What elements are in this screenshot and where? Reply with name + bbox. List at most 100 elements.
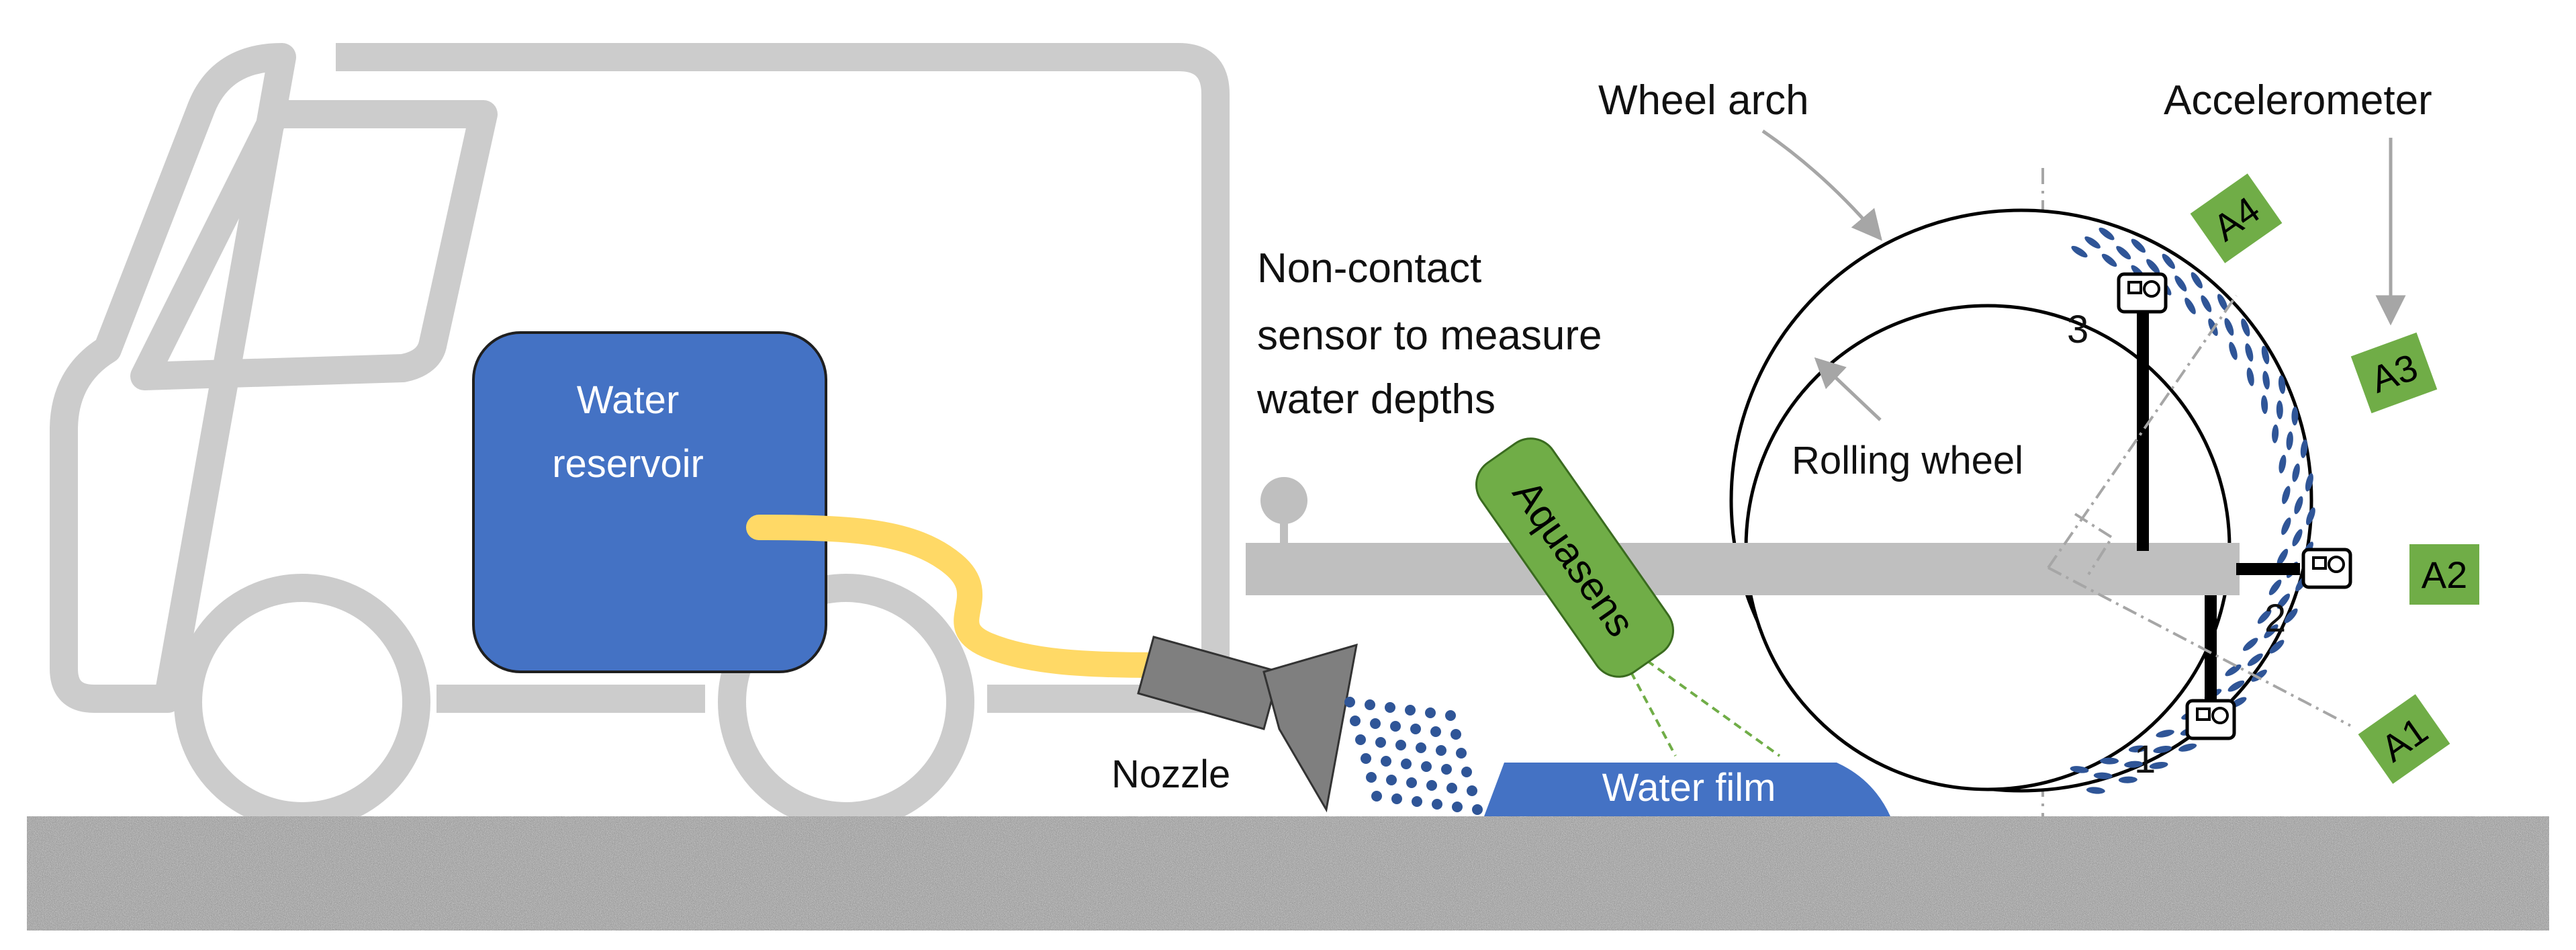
arch-spray-dash: [2305, 473, 2313, 492]
van-body: [50, 43, 1230, 713]
arch-spray-dash: [2201, 295, 2212, 312]
arch-spray-dash: [2292, 463, 2300, 482]
arch-spray-dash: [2272, 424, 2279, 443]
arch-spray-dash: [2229, 341, 2238, 360]
spray-dot: [1451, 729, 1461, 740]
arch-spray-dash: [2245, 343, 2254, 362]
accel-a3: A3: [2350, 332, 2438, 414]
angle-marker: [2074, 513, 2114, 576]
beam-knob: [1260, 477, 1307, 524]
arch-spray-dash: [2286, 431, 2293, 451]
arch-spray-dash: [2292, 529, 2303, 547]
van-front-wheel: [174, 574, 430, 830]
spray-dot: [1375, 737, 1386, 748]
spray-dot: [1425, 707, 1436, 718]
spray-dot: [1366, 772, 1377, 783]
spray-dot: [1441, 764, 1452, 775]
arch-spray-dash: [2093, 772, 2113, 779]
arch-spray-dash: [2282, 486, 2291, 505]
spray-dot: [1445, 710, 1456, 721]
water-film-label: Water film: [1602, 766, 1776, 810]
accelerometer-label: Accelerometer: [2164, 77, 2432, 124]
arch-spray-dash: [2099, 227, 2115, 241]
arch-spray-dash: [2227, 680, 2245, 692]
rolling-wheel-arrow: [1814, 357, 1882, 421]
accel-a1: A1: [2358, 694, 2450, 784]
arch-spray-dash: [2153, 745, 2172, 754]
camera1-rod: [2205, 595, 2217, 706]
spray-dot: [1381, 756, 1391, 767]
arch-spray-dash: [2257, 609, 2272, 624]
arch-spray-dash: [2279, 454, 2287, 474]
spray-dot: [1412, 796, 1422, 807]
arch-spray-dash: [2261, 395, 2268, 415]
arch-spray-dash: [2246, 368, 2254, 386]
arch-spray-dash: [2128, 745, 2148, 752]
spray-dot: [1401, 759, 1412, 769]
arch-spray-dash: [2071, 245, 2088, 258]
spray-dot: [1452, 802, 1463, 812]
spray-dot: [1371, 791, 1382, 802]
hose: [746, 515, 1168, 678]
arch-spray-dash: [2224, 318, 2234, 336]
arch-spray-dash: [2124, 761, 2144, 768]
nozzle-label: Nozzle: [1111, 752, 1230, 796]
camera-icon: [2185, 699, 2236, 740]
arch-spray-dash: [2276, 548, 2289, 566]
arch-spray-dash: [2191, 272, 2203, 289]
camera-3-number: 3: [2067, 308, 2088, 351]
arch-spray-dash: [2242, 638, 2258, 651]
camera-icon: [2301, 548, 2352, 589]
spray-dot: [1436, 745, 1446, 756]
camera-1-number: 1: [2134, 738, 2156, 781]
arch-spray-dash: [2276, 593, 2291, 609]
spray-dot: [1467, 785, 1477, 796]
arch-spray: [2070, 227, 2315, 794]
arch-spray-dash: [2268, 579, 2282, 595]
arch-spray-dash: [2131, 239, 2146, 253]
arch-spray-dash: [2100, 757, 2119, 765]
arch-spray-dash: [2178, 743, 2197, 752]
spray-dot: [1416, 742, 1426, 753]
arch-spray-dash: [2294, 496, 2303, 515]
arch-spray-dash: [2306, 507, 2315, 525]
spray-dot: [1395, 740, 1406, 750]
arch-spray-dash: [2261, 345, 2270, 365]
beam-end-knob: [1260, 477, 1307, 544]
sensor-beam-right: [1624, 644, 1781, 757]
arch-spray-dash: [2284, 608, 2298, 623]
spray-dot: [1344, 697, 1355, 707]
arch-spray-dash: [2247, 653, 2263, 666]
arch-spray-dash: [2162, 253, 2175, 269]
spray-dot: [1390, 721, 1401, 732]
arch-spray-dash: [2278, 375, 2286, 394]
nozzle-tip: [1262, 643, 1358, 813]
arch-spray-dash: [2084, 236, 2101, 249]
camera-2-number: 2: [2264, 597, 2286, 640]
arch-spray-dash: [2118, 776, 2137, 783]
arch-spray-dash: [2262, 371, 2270, 390]
spray-dot: [1432, 799, 1442, 810]
angle-line-lower: [2048, 566, 2351, 727]
arch-spray-dash: [2146, 259, 2160, 274]
accel-a2: A2: [2409, 544, 2479, 605]
spray-dot: [1446, 783, 1457, 793]
spray-dot: [1421, 761, 1432, 772]
spray-dot: [1365, 699, 1375, 710]
arch-spray-dash: [2225, 664, 2242, 677]
arch-spray-dash: [2070, 766, 2089, 773]
spray-dot: [1391, 793, 1402, 804]
reservoir-label-line2: reservoir: [552, 442, 704, 486]
camera-3: [2117, 272, 2168, 314]
sensor-label-line2: sensor to measure: [1257, 312, 1602, 359]
spray-pattern: [1344, 697, 1483, 815]
spray-dot: [1461, 767, 1472, 777]
arch-spray-dash: [2174, 275, 2187, 292]
road-texture: [27, 816, 2549, 931]
arch-spray-dash: [2149, 761, 2168, 769]
water-reservoir: [472, 331, 827, 673]
camera3-rod: [2137, 309, 2149, 551]
arch-spray-dash: [2300, 439, 2308, 458]
nozzle: [1137, 636, 1358, 813]
